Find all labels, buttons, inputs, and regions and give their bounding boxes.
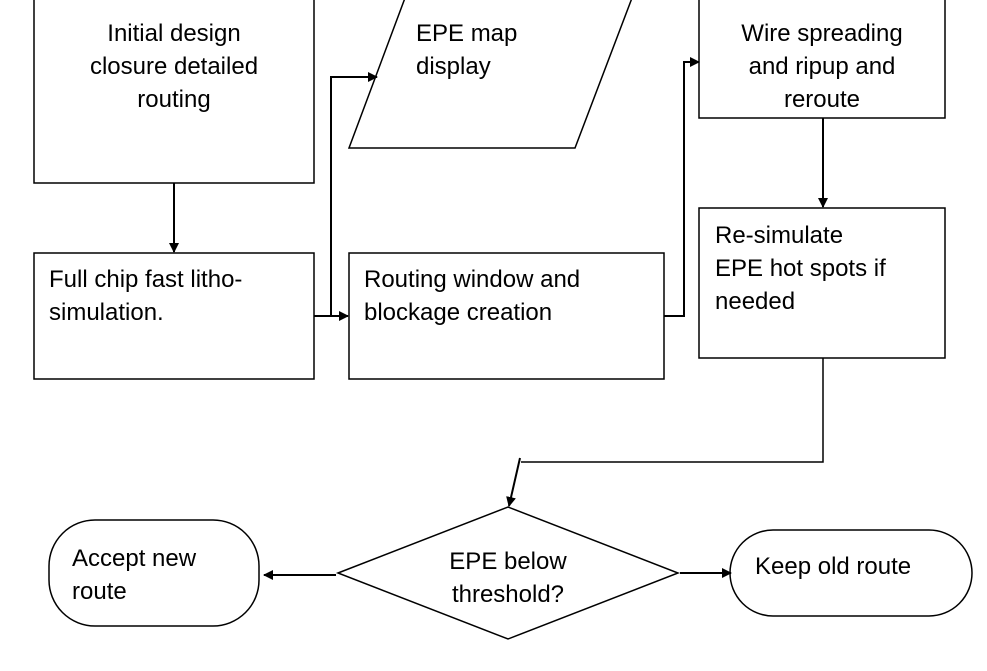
accept-terminal [48,519,260,627]
epe-map-parallelogram [347,0,633,149]
arrow-into-decision [506,457,521,507]
accept-label: Accept new route [72,545,197,605]
wire-spreading-label: Wire spreading and ripup and reroute [741,20,903,113]
arrow-routing-to-wirespreading [664,57,700,317]
decision-label: EPE below threshold? [449,548,567,608]
resimulate-box [698,207,946,359]
routing-window-label: Routing window and blockage creation [364,266,581,326]
decision-diamond [335,506,681,640]
keep-label: Keep old route [755,553,912,580]
line-resimulate-to-decision [521,358,824,463]
epe-map-label: EPE map display [416,20,518,80]
routing-window-box [348,252,665,380]
initial-design-label: Initial design closure detailed routing [89,20,259,113]
initial-design-box [33,0,315,184]
resimulate-label: Re-simulate EPE hot spots if needed [715,222,886,315]
full-chip-label: Full chip fast litho- simulation. [49,266,243,326]
